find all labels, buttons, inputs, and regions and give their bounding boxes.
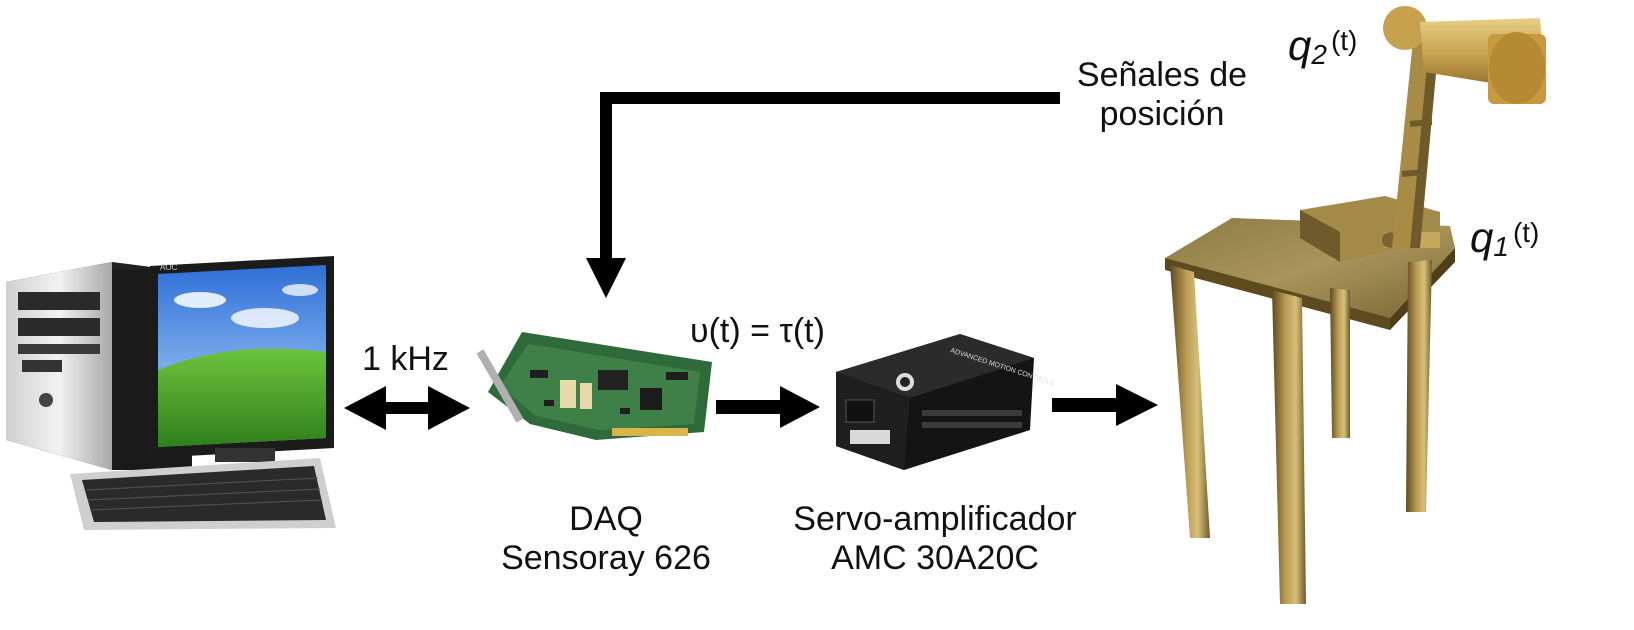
pc-monitor: AOC xyxy=(150,256,334,462)
feedback-arrow xyxy=(586,92,1060,298)
q2-argument: (t) xyxy=(1330,25,1358,56)
keyboard xyxy=(70,458,336,530)
arrow-daq-to-amplifier xyxy=(716,386,820,428)
q1-subscript: 1 xyxy=(1493,231,1509,263)
feedback-signal-line-2: posición xyxy=(1099,95,1225,134)
feedback-signal-label: Señales de posición xyxy=(1062,56,1262,134)
q1-symbol: q xyxy=(1470,214,1494,261)
control-signal-label: υ(t) = τ(t) xyxy=(690,312,825,350)
table-leg xyxy=(1330,288,1350,438)
servo-amplifier-illustration: ADVANCED MOTION CONTROLS xyxy=(836,334,1056,470)
q2-joint-label: q2(t) xyxy=(1288,22,1357,71)
daq-label: DAQ Sensoray 626 xyxy=(486,500,726,578)
daq-label-line-2: Sensoray 626 xyxy=(501,539,711,578)
q2-subscript: 2 xyxy=(1311,39,1327,71)
table-leg xyxy=(1406,260,1432,512)
link-rate-label: 1 kHz xyxy=(362,340,449,378)
servo-amplifier-line-2: AMC 30A20C xyxy=(831,539,1039,578)
servo-amplifier-label: Servo-amplificador AMC 30A20C xyxy=(760,500,1110,578)
bidirectional-arrow-pc-daq xyxy=(344,386,470,430)
q1-argument: (t) xyxy=(1512,217,1540,248)
feedback-signal-line-1: Señales de xyxy=(1076,56,1248,94)
table-leg xyxy=(1272,290,1306,604)
daq-label-line-1: DAQ xyxy=(569,500,643,538)
q2-symbol: q xyxy=(1288,22,1312,69)
q1-joint-label: q1(t) xyxy=(1470,214,1539,263)
arrow-amplifier-to-robot xyxy=(1052,384,1158,426)
daq-card-illustration xyxy=(476,332,712,440)
servo-amplifier-line-1: Servo-amplificador xyxy=(793,500,1077,538)
desktop-computer-illustration: AOC xyxy=(6,256,336,530)
table-leg xyxy=(1170,265,1210,538)
robot-arm-illustration xyxy=(1165,6,1546,604)
monitor-brand-label: AOC xyxy=(160,263,178,272)
